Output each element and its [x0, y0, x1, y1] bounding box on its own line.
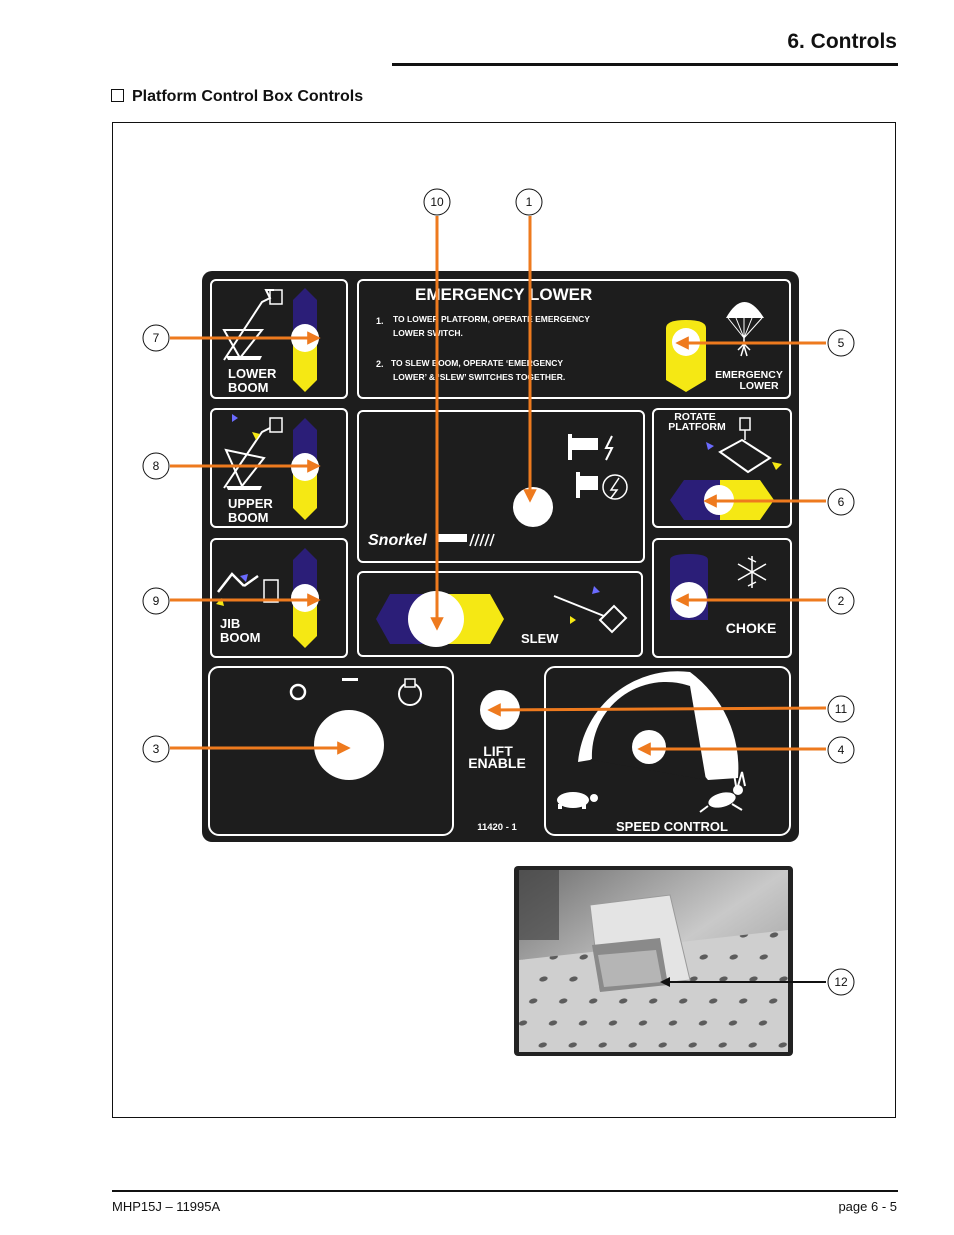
choke-switch[interactable] — [670, 554, 708, 620]
lower-boom-label-1: LOWER — [228, 366, 277, 381]
lift-enable-label-2: ENABLE — [468, 755, 526, 771]
page-header-title: 6. Controls — [787, 30, 897, 53]
center-status-section — [357, 410, 645, 563]
upper-boom-label-1: UPPER — [228, 496, 273, 511]
slew-direction-icon — [553, 586, 628, 634]
svg-text:Snorkel: Snorkel — [368, 532, 427, 549]
svg-text:1: 1 — [526, 195, 533, 209]
svg-text:6: 6 — [838, 495, 845, 509]
callout-3: 3 — [142, 735, 170, 763]
speed-control-label: SPEED CONTROL — [616, 819, 728, 834]
figure-frame — [112, 122, 896, 1118]
upper-boom-label-2: BOOM — [228, 510, 268, 525]
callout-9: 9 — [142, 587, 170, 615]
instruction-2-line-1: TO SLEW BOOM, OPERATE ‘EMERGENCY — [391, 358, 563, 368]
status-indicator-light[interactable] — [513, 487, 553, 527]
start-position-icon — [398, 678, 422, 706]
svg-text:7: 7 — [153, 331, 160, 345]
off-position-icon — [289, 683, 307, 701]
svg-text:12: 12 — [834, 975, 848, 989]
parachute-icon — [726, 302, 764, 357]
callout-10: 10 — [423, 188, 451, 216]
svg-text:10: 10 — [430, 195, 444, 209]
power-status-icon — [568, 434, 614, 461]
callout-12: 12 — [827, 968, 855, 996]
choke-section — [652, 538, 792, 658]
brand-logo: Snorkel — [368, 532, 495, 549]
svg-text:9: 9 — [153, 594, 160, 608]
jib-boom-icon — [217, 572, 259, 593]
boom-raising-icon — [223, 427, 271, 489]
header-rule — [392, 63, 898, 66]
slew-section — [357, 571, 643, 657]
callout-leaders — [170, 216, 827, 756]
emergency-lower-switch[interactable] — [666, 320, 706, 392]
footer-page-number: page 6 - 5 — [838, 1199, 897, 1214]
callout-2: 2 — [827, 587, 855, 615]
callout-7: 7 — [142, 324, 170, 352]
emergency-lower-section — [357, 279, 791, 399]
footer-rule — [112, 1190, 898, 1192]
foot-switch-photo — [514, 866, 793, 1056]
callout-6: 6 — [827, 488, 855, 516]
instruction-2-line-2: LOWER’ & ‘SLEW’ SWITCHES TOGETHER. — [393, 372, 565, 382]
speed-control-knob[interactable] — [632, 730, 666, 764]
svg-text:3: 3 — [153, 742, 160, 756]
instruction-1-line-2: LOWER SWITCH. — [393, 328, 463, 338]
choke-label: CHOKE — [726, 620, 777, 636]
jib-boom-label-2: BOOM — [220, 630, 260, 645]
callout-5: 5 — [827, 329, 855, 357]
svg-text:4: 4 — [838, 743, 845, 757]
emergency-lower-label-2: LOWER — [739, 380, 778, 392]
section-heading-text: Platform Control Box Controls — [132, 88, 364, 105]
section-heading: Platform Control Box Controls — [111, 88, 363, 106]
snowflake-icon — [737, 556, 767, 588]
lower-boom-switch[interactable] — [210, 279, 348, 399]
instruction-1-line-1: TO LOWER PLATFORM, OPERATE EMERGENCY — [393, 314, 590, 324]
svg-text:8: 8 — [153, 459, 160, 473]
slew-switch[interactable] — [376, 591, 504, 647]
slew-label: SLEW — [521, 631, 559, 646]
svg-text:5: 5 — [838, 336, 845, 350]
part-number: 11420 - 1 — [477, 822, 517, 833]
svg-text:11: 11 — [835, 702, 848, 716]
footer-document-id: MHP15J – 11995A — [112, 1199, 221, 1214]
rotate-platform-label-1: ROTATE — [674, 411, 716, 423]
checkbox-bullet-icon — [111, 89, 124, 102]
rabbit-icon — [699, 771, 746, 813]
on-position-icon — [342, 678, 358, 681]
callout-1: 1 — [515, 188, 543, 216]
rotate-platform-label-2: PLATFORM — [668, 421, 726, 433]
power-off-status-icon — [576, 472, 628, 500]
jib-boom-label-1: JIB — [220, 616, 240, 631]
callout-4: 4 — [827, 736, 855, 764]
lower-boom-label-2: BOOM — [228, 380, 268, 395]
instruction-2-number: 2. — [376, 359, 384, 369]
rotate-platform-section — [652, 408, 792, 528]
instruction-1-number: 1. — [376, 316, 384, 326]
turtle-icon — [557, 792, 598, 809]
emergency-lower-label-1: EMERGENCY — [715, 369, 783, 381]
speed-control-section — [544, 666, 791, 836]
leader-11 — [487, 703, 827, 717]
rotate-platform-icon — [706, 417, 782, 474]
svg-text:2: 2 — [838, 594, 845, 608]
lift-enable-label-1: LIFT — [483, 743, 513, 759]
emergency-lower-title: EMERGENCY LOWER — [415, 285, 592, 304]
upper-boom-switch[interactable] — [210, 408, 348, 528]
callout-8: 8 — [142, 452, 170, 480]
callout-11: 11 — [827, 695, 855, 723]
